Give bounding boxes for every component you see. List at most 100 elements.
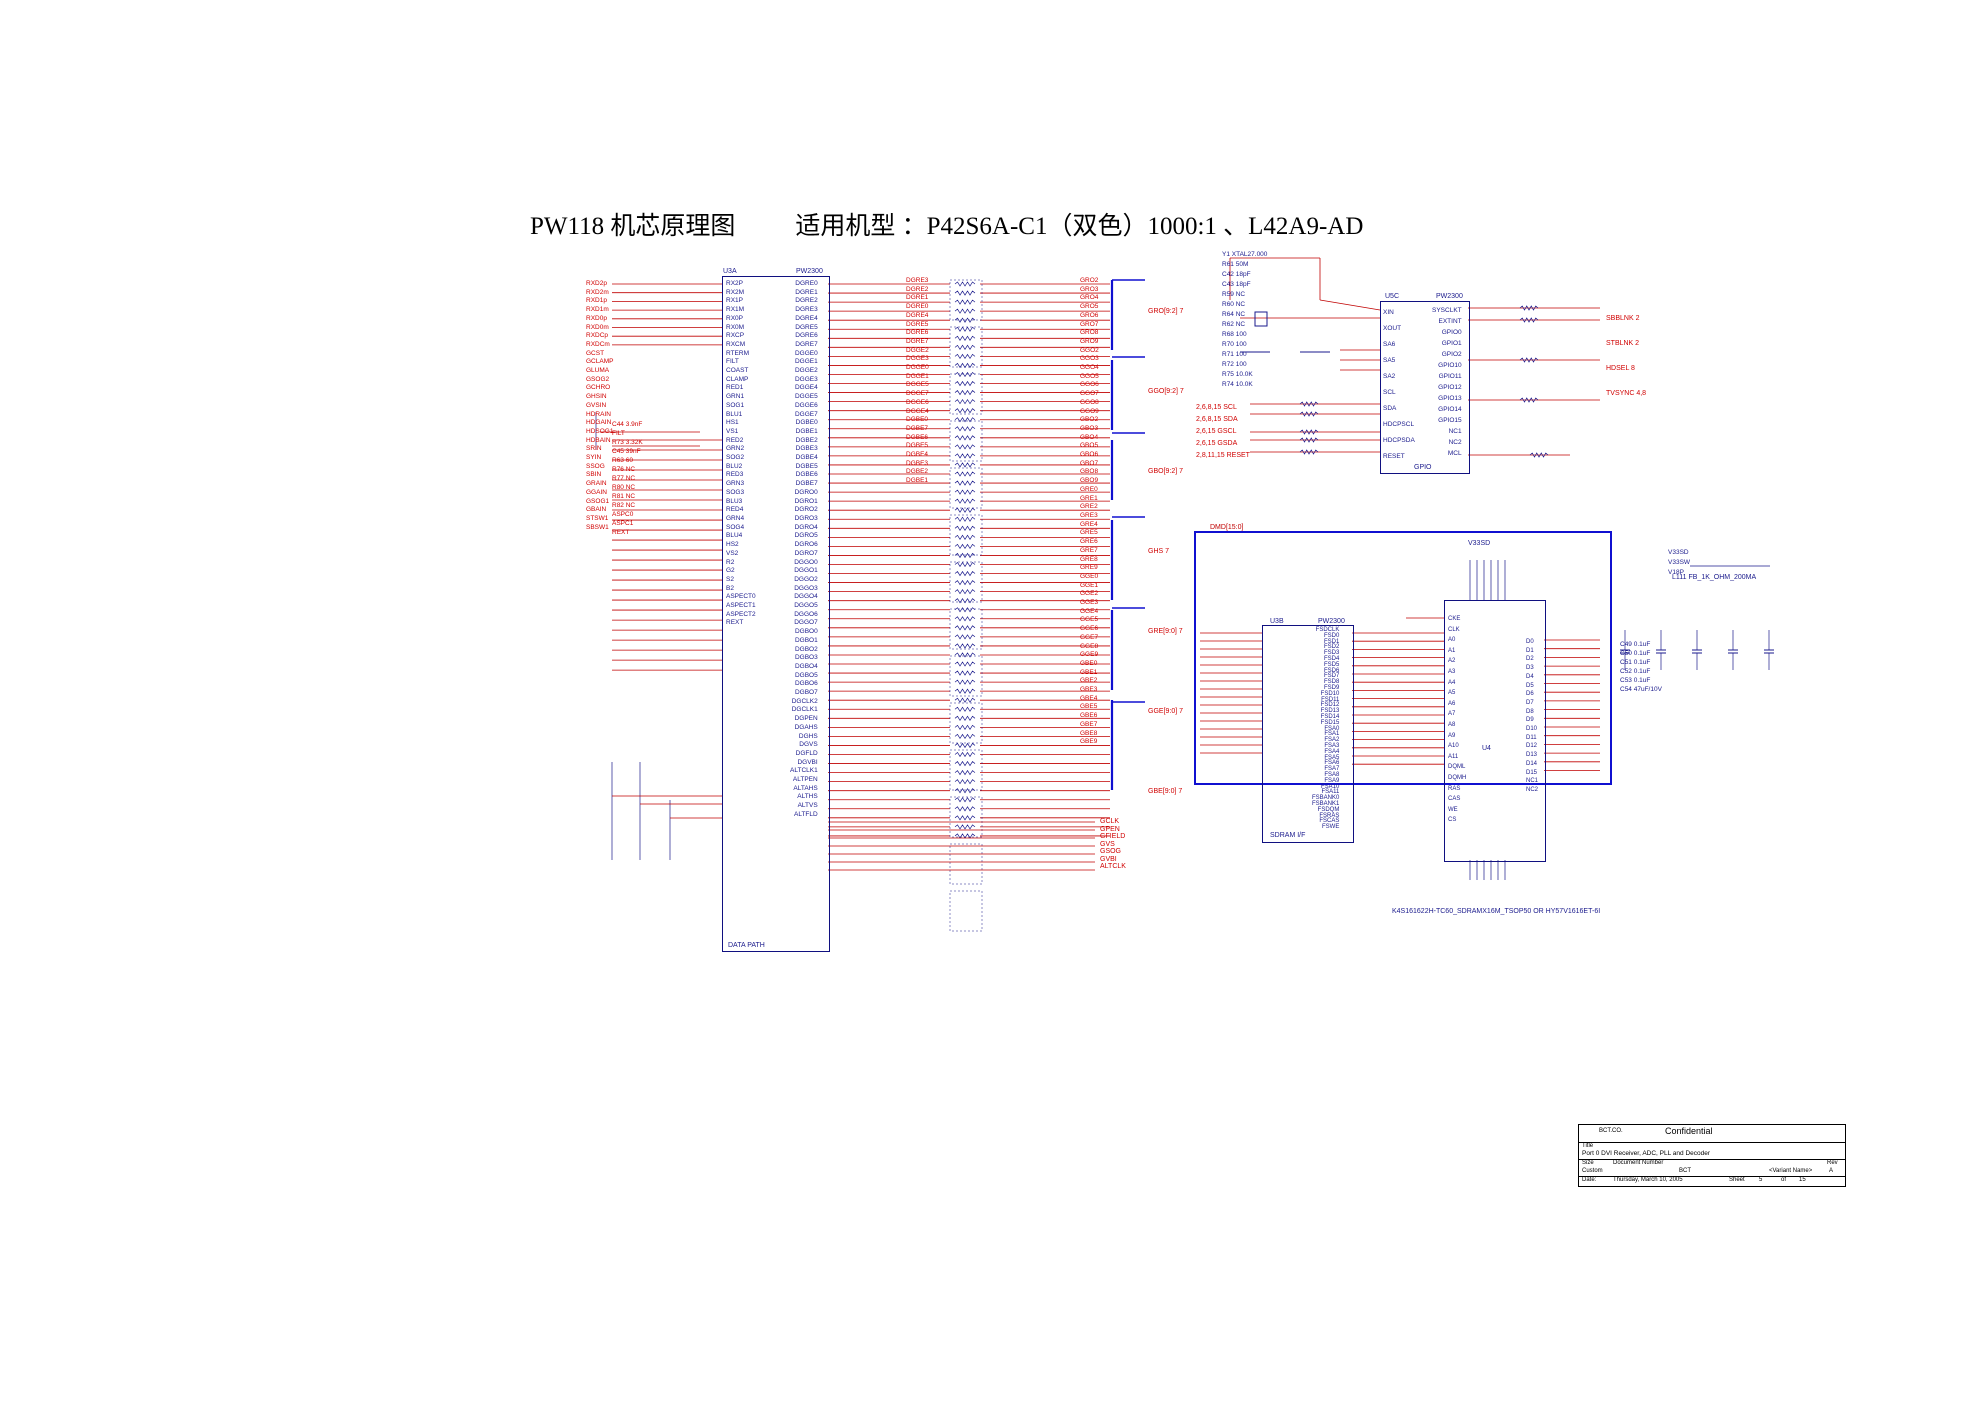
u4-right-item: D13 [1526,752,1538,759]
bus-lines-item: GBO6 [1080,451,1099,459]
filt-parts-item: C45 39nF [612,448,641,455]
u3b-pins-item: FSWE [1322,824,1340,831]
bus-lines-item: GBE2 [1080,677,1098,685]
rpack-resistor [954,281,976,287]
resistor-pack [949,561,983,603]
u4-left-item: CAS [1448,796,1461,803]
u3b-pins-item: FSA0 [1324,725,1340,732]
u3a-right-item: DGPEN [794,715,818,723]
mid-nets-item: DGGE6 [906,398,929,406]
u3b-pins-item: FSD2 [1324,644,1340,651]
pwr-rails-item: V33SD [1668,549,1689,556]
bus-lines-item: GRO8 [1080,329,1099,337]
tb-of-label: of [1781,1177,1787,1183]
filt-parts-item: FILT [612,430,625,437]
rpack-resistor [954,498,976,504]
bus-lines-item: GRE5 [1080,529,1098,537]
u3a-left-item: BLU1 [726,410,743,418]
clk-out-item: GSOG [1100,848,1122,855]
u3b-block [1262,625,1354,843]
bus-lines-item: GBE4 [1080,694,1098,702]
bus-lines-item: GRO4 [1080,294,1099,302]
u4-right-item: D4 [1526,673,1534,680]
u3b-pins-item: FSD13 [1320,708,1340,715]
bus-lines-item: GBE6 [1080,712,1098,720]
rpack-resistor [954,607,976,613]
bus-lines-item: GRE7 [1080,546,1098,554]
u3a-right-item: DGRE4 [795,314,818,322]
rpack-resistor [954,616,976,622]
filt-parts-item: R76 NC [612,466,636,473]
title-block: BCT.CO. Confidential Title Port 0 DVI Re… [1578,1124,1846,1187]
u3b-pins-item: FSA9 [1324,777,1340,784]
mid-nets-item: DGGE1 [906,372,929,380]
bus-lines-item: GGO8 [1080,398,1099,406]
rpack-resistor [954,462,976,468]
u3b-pins-item: FSD4 [1324,655,1340,662]
u4-left-item: CKE [1448,616,1461,622]
u3a-right-item: ALTCLK1 [790,767,818,775]
u3a-right-item: DGRO7 [794,549,818,557]
u3a-right-item: DGBE6 [795,471,818,479]
u4-power: V33SD [1468,540,1491,547]
gpio-resistor [1519,305,1539,311]
u5c-parts-item: R72 100 [1222,361,1247,368]
u4-left-item: A6 [1448,700,1456,707]
bus-lines-item: GGE3 [1080,599,1099,607]
u3a-right-item: DGBO1 [794,636,818,644]
rpack-resistor [954,824,976,830]
u5c-left-item: XIN [1383,309,1394,316]
left-nets-item: RXD2p [586,280,607,287]
pwr-caps-item: C53 0.1uF [1620,677,1651,684]
title-main: PW118 机芯原理图 [530,213,736,240]
u5c-right-item: GPIO1 [1441,340,1462,347]
rpack-resistor [954,588,976,595]
u5c-nets-item: TVSYNC 4,8 [1606,390,1647,397]
u3a-right-item: ALTVS [797,802,818,810]
u3a-right-item: DGBO4 [794,662,818,670]
i2c-resistor [1299,437,1319,443]
tb-docnum-value: BCT [1679,1168,1691,1174]
u3a-right-item: DGGO6 [794,610,818,618]
u5c-parts-item: R59 NC [1222,291,1246,298]
u5c-left-item: SA6 [1383,341,1396,348]
left-nets-item: RXD1p [586,297,607,305]
i2c-resistor [1299,449,1319,455]
u5c-parts-item: C42 18pF [1222,271,1251,278]
rpack-resistor [954,408,976,414]
rpack-resistor [954,507,976,513]
rpack-resistor [954,679,976,685]
bus-lines-item: GBO8 [1080,468,1099,476]
u4-left-item: WE [1448,806,1458,813]
u3b-pins-item: FSA2 [1324,737,1340,744]
pwr-caps-item: C51 0.1uF [1620,659,1651,666]
bus-lines-item: GRE2 [1080,503,1098,511]
rpack-resistor [954,706,976,712]
u3b-pins-item: FSD9 [1324,684,1340,691]
u3b-pins-item: FSA3 [1324,742,1340,749]
inductor-l111: L111 FB_1K_OHM_200MA [1672,574,1757,581]
pwr-caps-item: C49 0.1uF [1620,641,1651,648]
u5c-right-item: GPIO2 [1441,351,1462,358]
u5c-nets-item: HDSEL 8 [1606,365,1635,372]
tb-size-label: Size [1582,1160,1594,1166]
rpack-resistor [954,652,976,658]
u5c-right-item: GPIO11 [1438,373,1462,380]
tb-of-value: 15 [1799,1177,1806,1183]
left-nets-item: STSW1 [586,514,609,522]
rpack-resistor [954,806,976,812]
u3a-right-item: DGGE1 [794,358,818,366]
bus-lines-item: GBO3 [1080,424,1099,432]
rpack-resistor [954,516,976,522]
bus-lines-item: GBO5 [1080,442,1099,450]
u5c-ref: U5C [1385,293,1400,300]
clk-out-item: ALTCLK [1100,863,1126,870]
u4-right-item: NC1 [1526,778,1539,785]
u5c-block [1380,301,1470,474]
rpack-resistor [954,389,976,396]
u3b-pins-item: FSD14 [1320,713,1340,720]
u5c-right-item: GPIO0 [1441,329,1462,336]
